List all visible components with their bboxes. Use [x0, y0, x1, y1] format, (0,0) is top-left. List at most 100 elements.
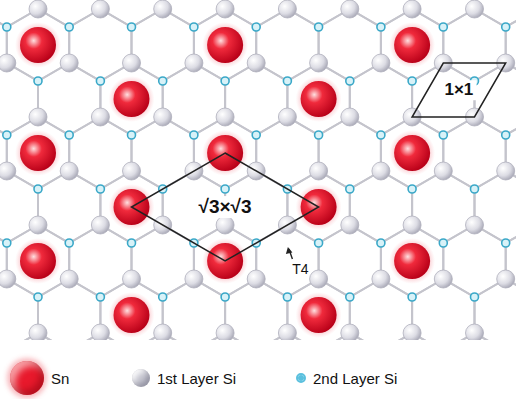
- sn-glow: [389, 130, 435, 176]
- si-1st-layer-atom: [434, 162, 452, 180]
- sn-atom: [114, 297, 150, 333]
- si-bond: [7, 225, 69, 297]
- si-1st-layer-atom: [123, 270, 141, 288]
- cell-label: √3×√3: [196, 196, 255, 218]
- si-bond: [381, 9, 443, 81]
- si-2nd-layer-atom: [159, 77, 167, 85]
- si-1st-layer-atom: [0, 162, 16, 180]
- si-2nd-layer-atom: [471, 293, 479, 301]
- si-bond: [7, 9, 69, 81]
- si-1st-layer-atom: [0, 270, 16, 288]
- si-2nd-layer-atom: [283, 77, 291, 85]
- si-1st-layer-atom: [310, 270, 328, 288]
- sn-glow: [15, 238, 61, 284]
- si-1st-layer-atom: [466, 216, 484, 234]
- si-2nd-layer-atom: [65, 131, 73, 139]
- si-1st-layer-atom: [216, 324, 234, 340]
- si-2nd-layer-atom: [471, 185, 479, 193]
- si-2nd-layer-atom: [65, 23, 73, 31]
- si-2nd-layer-atom: [377, 131, 385, 139]
- si-2nd-layer-atom: [283, 293, 291, 301]
- si-bond: [7, 117, 69, 189]
- si-2nd-layer-atom: [439, 239, 447, 247]
- legend-entry: Sn: [10, 361, 69, 395]
- si-bond: [194, 9, 256, 81]
- si-1st-layer-atom: [216, 108, 234, 126]
- si-2nd-layer-atom: [96, 293, 104, 301]
- si-2nd-layer-atom: [34, 185, 42, 193]
- sn-glow: [389, 22, 435, 68]
- si-2nd-layer-atom: [315, 23, 323, 31]
- si-1st-layer-atom: [154, 0, 172, 18]
- legend-text: 2nd Layer Si: [313, 370, 397, 387]
- si-2nd-layer-atom: [408, 293, 416, 301]
- si-bond: [443, 9, 505, 81]
- si-1st-layer-atom: [434, 270, 452, 288]
- si-bond: [443, 225, 505, 297]
- legend-swatch: [296, 373, 306, 383]
- si-1st-layer-atom: [372, 162, 390, 180]
- sn-glow: [296, 292, 342, 338]
- si-bond: [350, 63, 412, 135]
- si-1st-layer-atom: [60, 54, 78, 72]
- legend-swatch: [10, 361, 44, 395]
- si-2nd-layer-atom: [252, 131, 260, 139]
- si-bond: [132, 225, 194, 297]
- si-2nd-layer-atom: [159, 293, 167, 301]
- si-bond: [225, 63, 287, 135]
- si-2nd-layer-atom: [128, 239, 136, 247]
- si-2nd-layer-atom: [3, 131, 11, 139]
- si-1st-layer-atom: [216, 216, 234, 234]
- sn-atom: [20, 243, 56, 279]
- si-2nd-layer-atom: [502, 131, 510, 139]
- legend-swatch: [132, 369, 150, 387]
- si-1st-layer-atom: [185, 270, 203, 288]
- si-2nd-layer-atom: [221, 77, 229, 85]
- legend-entry: 2nd Layer Si: [296, 370, 397, 387]
- si-2nd-layer-atom: [3, 239, 11, 247]
- 1x1-unit-cell: [412, 63, 506, 117]
- si-2nd-layer-atom: [502, 239, 510, 247]
- sn-atom: [114, 81, 150, 117]
- si-2nd-layer-atom: [221, 185, 229, 193]
- sn-atom: [207, 27, 243, 63]
- si-bond: [132, 117, 194, 189]
- si-1st-layer-atom: [341, 108, 359, 126]
- si-1st-layer-atom: [247, 54, 265, 72]
- si-bond: [350, 171, 412, 243]
- si-1st-layer-atom: [341, 216, 359, 234]
- sn-atom: [394, 135, 430, 171]
- legend-text: 1st Layer Si: [157, 370, 236, 387]
- si-1st-layer-atom: [247, 270, 265, 288]
- si-1st-layer-atom: [310, 162, 328, 180]
- si-1st-layer-atom: [29, 0, 47, 18]
- si-1st-layer-atom: [341, 0, 359, 18]
- si-2nd-layer-atom: [190, 23, 198, 31]
- si-1st-layer-atom: [185, 54, 203, 72]
- si-bond: [319, 225, 381, 297]
- si-bond: [69, 117, 131, 189]
- si-2nd-layer-atom: [221, 293, 229, 301]
- si-bond: [319, 117, 381, 189]
- si-bond: [38, 63, 100, 135]
- si-2nd-layer-atom: [408, 77, 416, 85]
- si-1st-layer-atom: [154, 108, 172, 126]
- sn-glow: [389, 238, 435, 284]
- si-1st-layer-atom: [497, 270, 515, 288]
- si-bond: [319, 9, 381, 81]
- si-bond: [412, 171, 474, 243]
- si-1st-layer-atom: [310, 54, 328, 72]
- si-2nd-layer-atom: [377, 239, 385, 247]
- si-1st-layer-atom: [60, 270, 78, 288]
- sn-glow: [15, 130, 61, 176]
- si-2nd-layer-atom: [65, 239, 73, 247]
- si-bond: [287, 63, 349, 135]
- si-1st-layer-atom: [123, 162, 141, 180]
- sn-atom: [20, 135, 56, 171]
- si-2nd-layer-atom: [408, 185, 416, 193]
- si-1st-layer-atom: [29, 324, 47, 340]
- si-2nd-layer-atom: [439, 23, 447, 31]
- si-2nd-layer-atom: [346, 293, 354, 301]
- si-1st-layer-atom: [29, 108, 47, 126]
